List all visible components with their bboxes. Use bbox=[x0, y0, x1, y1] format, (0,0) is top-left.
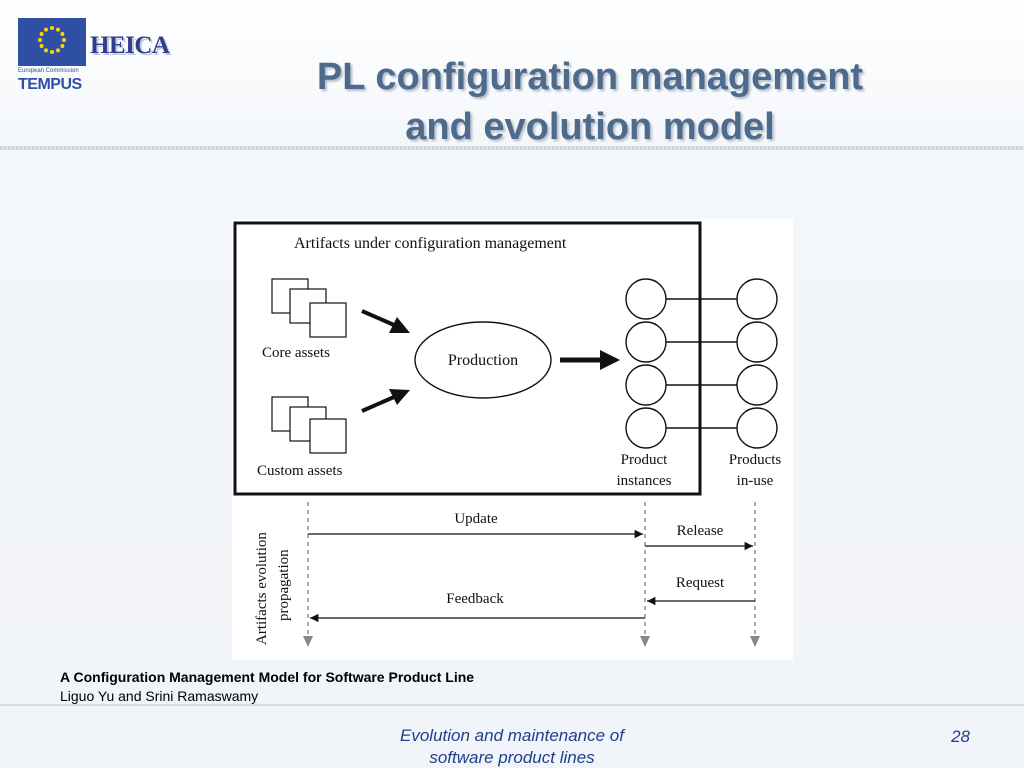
eu-flag-icon bbox=[18, 18, 86, 66]
update-label: Update bbox=[454, 511, 498, 527]
product-instances-label-2: instances bbox=[617, 473, 672, 489]
custom-assets-docs-icon bbox=[271, 396, 347, 454]
vertical-label-line-2: propagation bbox=[276, 549, 292, 621]
logo: HEICA European Commission TEMPUS bbox=[18, 18, 188, 96]
core-assets-docs-icon bbox=[271, 278, 347, 338]
products-in-use-label-2: in-use bbox=[737, 473, 774, 489]
slide-title-line-2: and evolution model bbox=[405, 106, 775, 148]
logo-commission: European Commission bbox=[18, 68, 79, 74]
product-in-use-circles bbox=[736, 278, 778, 449]
instance-links bbox=[666, 298, 737, 429]
production-ellipse bbox=[414, 321, 552, 399]
custom-to-production-arrow bbox=[361, 389, 410, 413]
footer-line-1: Evolution and maintenance of bbox=[400, 726, 624, 745]
cm-box bbox=[233, 221, 702, 496]
page-number: 28 bbox=[951, 727, 970, 746]
request-label: Request bbox=[676, 575, 725, 591]
diagram-figure: Artifacts under configuration management… bbox=[232, 219, 793, 660]
custom-assets-label: Custom assets bbox=[257, 463, 343, 479]
production-label: Production bbox=[448, 352, 518, 369]
footer-divider bbox=[0, 704, 1024, 706]
release-label: Release bbox=[677, 523, 724, 539]
logo-brand: HEICA bbox=[90, 32, 170, 59]
core-to-production-arrow bbox=[361, 309, 410, 333]
footer-line-2: software product lines bbox=[429, 748, 595, 767]
product-instances-label-1: Product bbox=[621, 452, 668, 468]
vertical-label-line-1: Artifacts evolution bbox=[254, 532, 270, 645]
caption-title: A Configuration Management Model for Sof… bbox=[60, 669, 475, 685]
figure-caption: A Configuration Management Model for Sof… bbox=[60, 668, 474, 706]
timeline-lines bbox=[307, 502, 756, 637]
eu-stars-icon bbox=[38, 26, 66, 54]
feedback-label: Feedback bbox=[446, 591, 504, 607]
logo-program: TEMPUS bbox=[18, 76, 82, 93]
production-to-instances-arrow bbox=[560, 350, 620, 370]
core-assets-label: Core assets bbox=[262, 345, 330, 361]
slide-title-line-1: PL configuration management bbox=[316, 56, 864, 98]
footer-course-title: Evolution and maintenance of software pr… bbox=[362, 725, 662, 769]
caption-authors: Liguo Yu and Srini Ramaswamy bbox=[60, 688, 259, 704]
vertical-label: Artifacts evolution propagation bbox=[254, 532, 292, 645]
slide-title: PL configuration management and evolutio… bbox=[180, 52, 1000, 152]
product-instance-circles bbox=[625, 278, 667, 449]
cm-evolution-diagram: Artifacts under configuration management… bbox=[233, 221, 782, 647]
header-divider bbox=[0, 146, 1024, 150]
products-in-use-label-1: Products bbox=[729, 452, 782, 468]
cm-box-label: Artifacts under configuration management bbox=[294, 235, 567, 252]
timeline-arrowheads bbox=[303, 636, 760, 647]
